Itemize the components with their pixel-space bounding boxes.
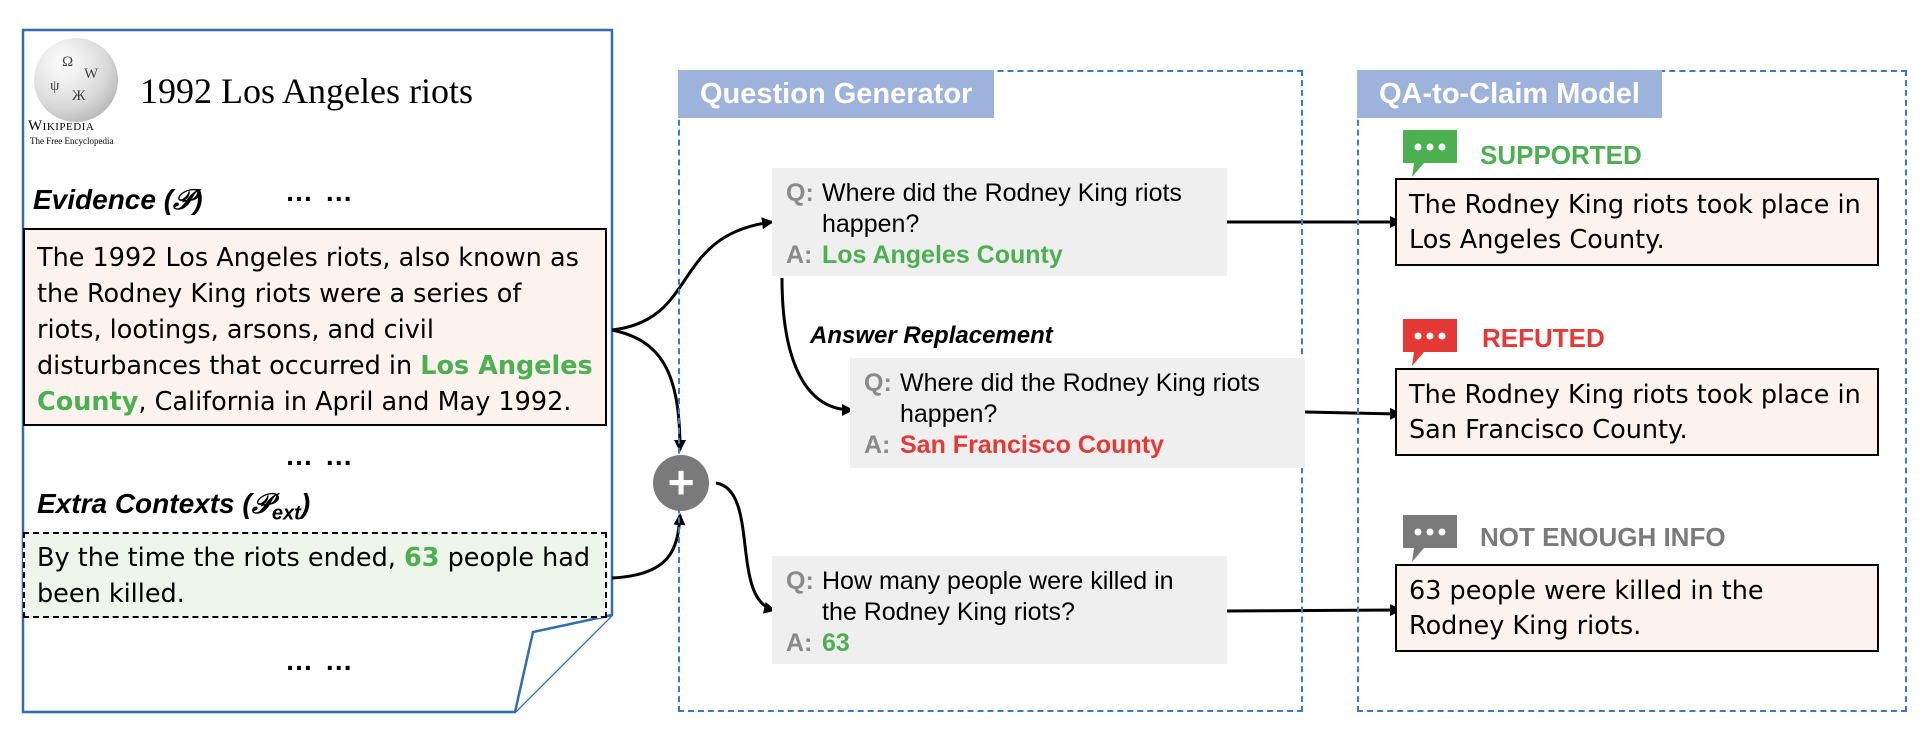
not-enough-info-speech-bubble-icon	[1403, 515, 1457, 562]
wikipedia-wordmark: Wikipedia	[28, 118, 95, 134]
claim-not-enough-info: 63 people were killed in the Rodney King…	[1395, 564, 1879, 652]
q-label: Q:	[864, 369, 892, 397]
extra-label-close: )	[300, 488, 311, 519]
article-title: 1992 Los Angeles riots	[140, 71, 473, 111]
extra-context-passage: By the time the riots ended, 63 people h…	[23, 532, 607, 618]
evidence-passage: The 1992 Los Angeles riots, also known a…	[23, 228, 607, 426]
qa-pair-extra: Q: How many people were killed in the Rod…	[772, 556, 1227, 664]
extra-contexts-label: Extra Contexts (𝒫ext)	[37, 488, 310, 526]
evidence-label: Evidence (𝒫)	[33, 184, 203, 215]
arrow-qa3-to-claim3	[1226, 604, 1402, 617]
answer-replacement-label: Answer Replacement	[810, 322, 1053, 349]
wikipedia-globe-icon: Ω W ψ Ж	[34, 38, 118, 122]
supported-speech-bubble-icon	[1403, 130, 1457, 177]
answer-text: San Francisco County	[900, 431, 1164, 459]
a-label: A:	[786, 241, 813, 269]
arrow-extra-to-plus	[611, 513, 686, 580]
extra-highlight: 63	[404, 543, 440, 573]
q-label: Q:	[786, 567, 814, 595]
evidence-text-after: , California in April and May 1992.	[138, 387, 572, 417]
extra-text-before: By the time the riots ended,	[37, 543, 404, 573]
extra-label-text: Extra Contexts (𝒫	[37, 488, 272, 519]
qa-to-claim-title: QA-to-Claim Model	[1357, 70, 1662, 118]
claim-refuted: The Rodney King riots took place in San …	[1395, 368, 1879, 456]
evidence-highlight: Los Angeles County	[37, 351, 593, 417]
qa-pair-original: Q: Where did the Rodney King riots happen…	[772, 168, 1227, 276]
ellipsis-bottom: … …	[285, 645, 355, 676]
question-text: Where did the Rodney King riots happen?	[822, 179, 1182, 238]
question-text: Where did the Rodney King riots happen?	[900, 369, 1260, 428]
ellipsis-middle: … …	[285, 440, 355, 471]
a-label: A:	[786, 629, 813, 657]
document-fold	[513, 613, 613, 713]
arrow-plus-to-qa3	[715, 481, 776, 614]
ellipsis-top: … …	[285, 176, 355, 207]
q-label: Q:	[786, 179, 814, 207]
answer-text: Los Angeles County	[822, 241, 1063, 269]
verdict-supported: SUPPORTED	[1480, 140, 1642, 170]
verdict-refuted: REFUTED	[1482, 323, 1605, 353]
qa-pair-replaced: Q: Where did the Rodney King riots happen…	[850, 358, 1305, 468]
wikipedia-tagline: The Free Encyclopedia	[30, 136, 114, 146]
evidence-text-before: The 1992 Los Angeles riots, also known a…	[37, 243, 579, 381]
combine-plus-icon: +	[653, 455, 709, 511]
refuted-speech-bubble-icon	[1403, 319, 1457, 366]
a-label: A:	[864, 431, 891, 459]
arrow-evidence-to-plus	[611, 328, 686, 452]
claim-supported: The Rodney King riots took place in Los …	[1395, 178, 1879, 266]
answer-text: 63	[822, 629, 850, 657]
extra-label-subscript: ext	[271, 502, 301, 525]
verdict-not-enough-info: NOT ENOUGH INFO	[1480, 522, 1726, 552]
arrow-evidence-to-qa1	[611, 217, 774, 332]
arrow-answer-replacement	[780, 277, 854, 416]
extra-text-after: people had been killed.	[37, 543, 591, 609]
arrow-qa2-to-claim2	[1304, 407, 1402, 420]
question-text: How many people were killed in the Rodne…	[822, 567, 1174, 626]
question-generator-title: Question Generator	[678, 70, 995, 118]
